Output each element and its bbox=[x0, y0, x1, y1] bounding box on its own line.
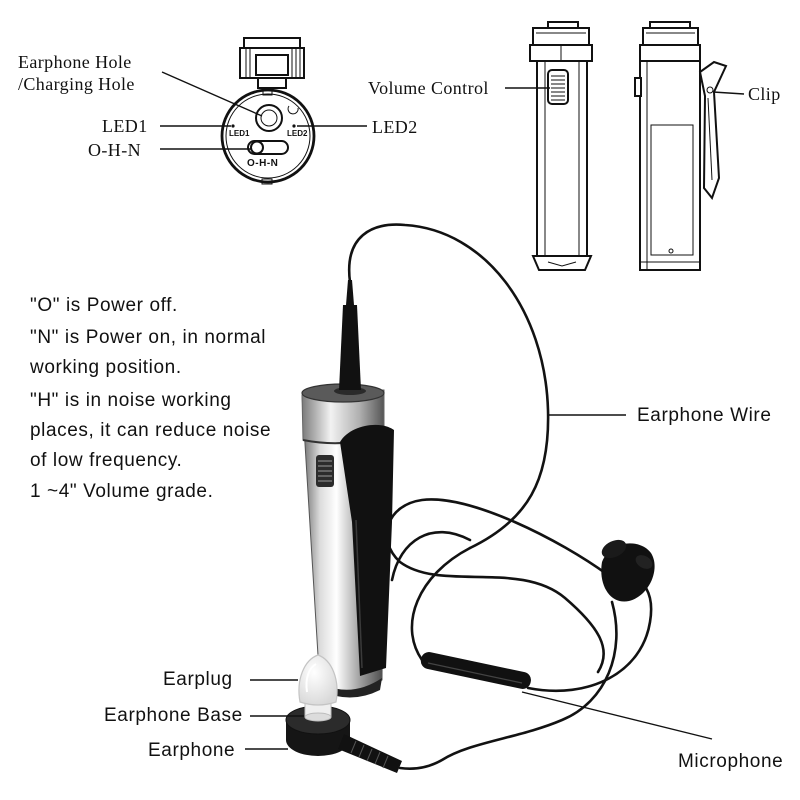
front-base bbox=[531, 255, 593, 271]
note-line: of low frequency. bbox=[30, 450, 182, 471]
belt-clip bbox=[340, 424, 394, 676]
side-screw bbox=[668, 248, 674, 254]
label-microphone: Microphone bbox=[678, 751, 783, 772]
front-header bbox=[532, 27, 590, 46]
ohn-marking: O-H-N bbox=[247, 158, 278, 169]
leader-earphone-hole bbox=[161, 71, 263, 117]
label-earphone-hole: Earphone Hole bbox=[18, 52, 132, 72]
volume-wheel bbox=[547, 69, 569, 105]
earphone-base-rim bbox=[304, 712, 332, 722]
label-led2: LED2 bbox=[372, 117, 418, 137]
front-base-notch bbox=[547, 261, 577, 267]
face-inner-ring bbox=[225, 93, 311, 179]
note-line: 1 ~4" Volume grade. bbox=[30, 481, 213, 502]
earphone-hole-icon bbox=[255, 104, 283, 132]
note-line: "N" is Power on, in normal bbox=[30, 327, 266, 348]
label-earphone: Earphone bbox=[148, 740, 235, 761]
note-line: "H" is in noise working bbox=[30, 390, 232, 411]
earphone-hole-inner bbox=[260, 109, 278, 127]
volume-wheel-ridges bbox=[551, 75, 565, 101]
earpiece-tip bbox=[635, 555, 653, 569]
label-charging-hole: /Charging Hole bbox=[18, 74, 135, 94]
face-bottom-tab bbox=[261, 178, 273, 185]
side-collar bbox=[639, 44, 701, 62]
microphone-body bbox=[420, 652, 531, 689]
wire-loop bbox=[398, 600, 618, 771]
belt-clip-edge bbox=[355, 519, 363, 669]
side-view-device bbox=[634, 21, 728, 271]
earplug-highlight bbox=[305, 663, 317, 693]
side-back-plate bbox=[650, 124, 694, 256]
side-header bbox=[642, 27, 699, 46]
earpiece-lobe bbox=[601, 539, 627, 559]
label-led1: LED1 bbox=[102, 116, 148, 136]
side-body bbox=[639, 60, 701, 271]
leader-clip bbox=[712, 91, 745, 95]
led2-marking: LED2 bbox=[287, 129, 308, 138]
mode-notes: "O" is Power off. "N" is Power on, in no… bbox=[29, 295, 271, 502]
note-line: "O" is Power off. bbox=[30, 295, 178, 316]
strain-relief-ridges bbox=[350, 740, 389, 769]
label-clip: Clip bbox=[748, 84, 781, 104]
earphone-wire bbox=[347, 223, 550, 550]
side-volume-bump bbox=[634, 77, 642, 97]
microphone-highlight bbox=[427, 662, 523, 684]
clip-shape bbox=[698, 60, 728, 201]
wire-connector-tip bbox=[346, 280, 354, 305]
led1-marking: LED1 bbox=[229, 129, 250, 138]
led2-symbol-icon bbox=[287, 105, 299, 115]
front-view-device bbox=[529, 21, 593, 271]
ohn-switch-knob bbox=[250, 140, 264, 155]
wire-connector bbox=[339, 305, 361, 390]
face-top-square bbox=[262, 87, 273, 96]
led2-dot bbox=[292, 124, 296, 128]
cap-stripes bbox=[245, 48, 301, 78]
label-volume-control: Volume Control bbox=[368, 78, 489, 98]
top-view-device: LED1 LED2 O-H-N bbox=[220, 37, 316, 185]
clip-inner-line bbox=[707, 97, 713, 181]
note-line: places, it can reduce noise bbox=[30, 420, 271, 441]
wire-loop bbox=[410, 546, 472, 662]
leader-microphone bbox=[521, 691, 713, 740]
note-line: working position. bbox=[29, 357, 182, 378]
led1-dot bbox=[231, 124, 235, 128]
clip-pivot bbox=[706, 86, 714, 94]
cap-top bbox=[243, 37, 301, 49]
cap-neck bbox=[257, 77, 287, 89]
label-earplug: Earplug bbox=[163, 669, 233, 690]
label-earphone-wire: Earphone Wire bbox=[637, 405, 772, 426]
label-ohn: O-H-N bbox=[88, 140, 141, 160]
cap-window bbox=[255, 54, 289, 76]
wire-loop bbox=[385, 498, 610, 674]
wire-loop bbox=[390, 530, 472, 582]
label-earphone-base: Earphone Base bbox=[104, 705, 243, 726]
product-photo bbox=[285, 223, 655, 773]
volume-wheel-photo-ridges bbox=[318, 460, 332, 482]
earplug-dome bbox=[298, 654, 338, 706]
